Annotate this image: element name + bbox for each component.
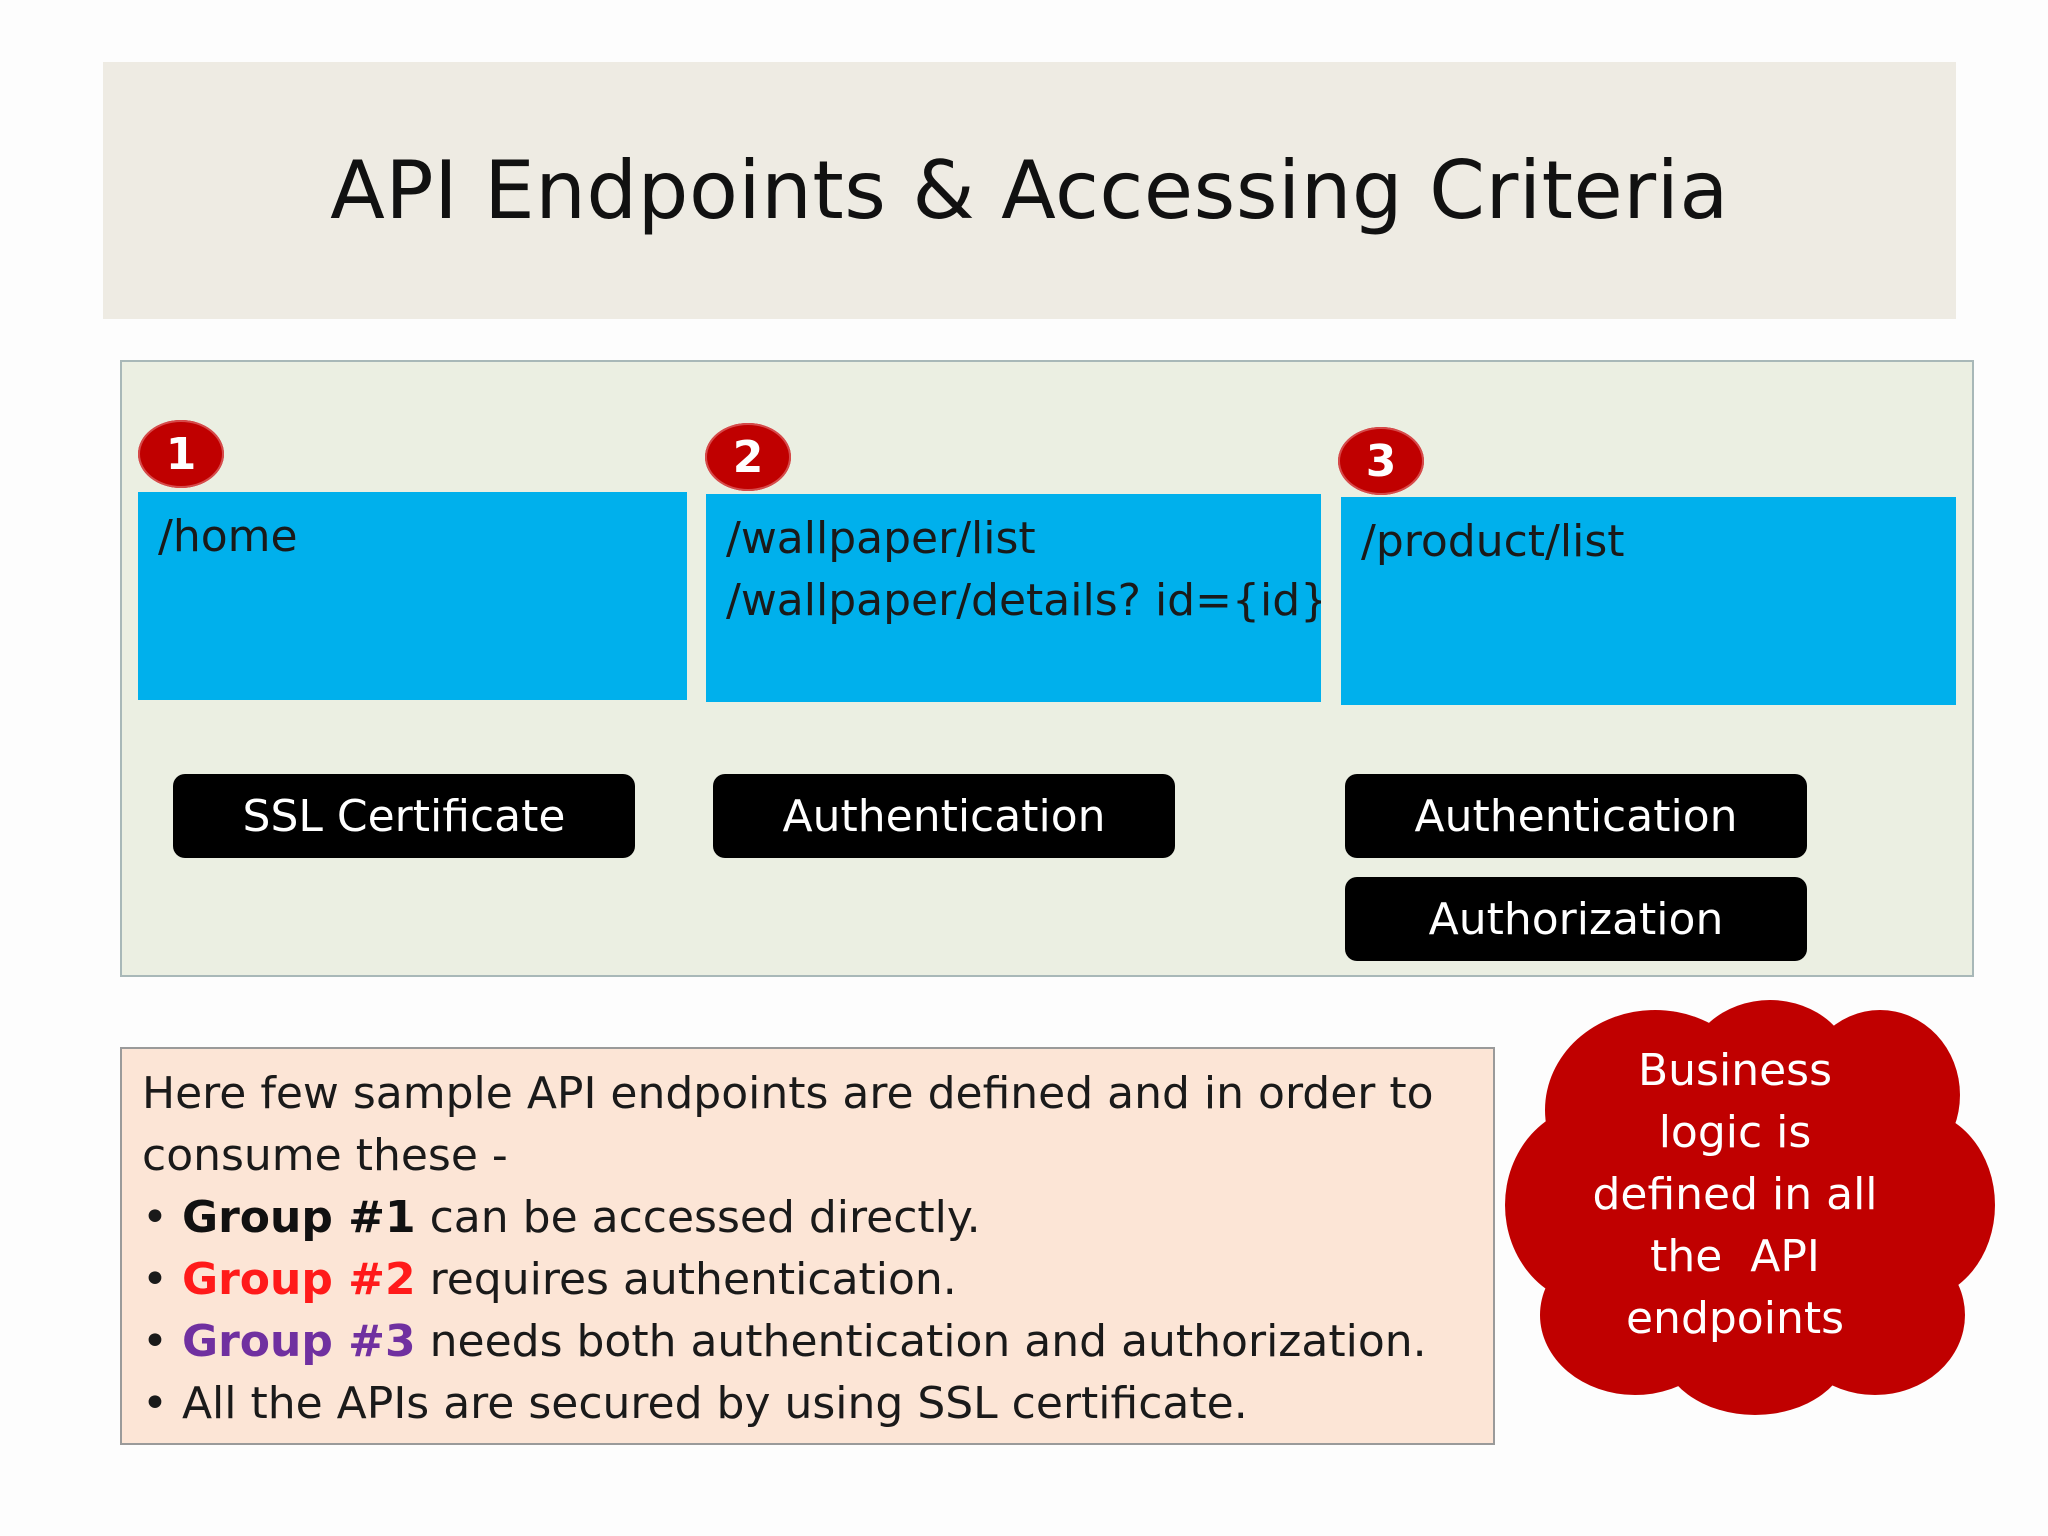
title-banner: API Endpoints & Accessing Criteria <box>103 62 1956 319</box>
group-1-endpoints: /home <box>138 492 687 700</box>
slide-title: API Endpoints & Accessing Criteria <box>330 144 1729 237</box>
endpoint-product-list: /product/list <box>1361 516 1625 567</box>
group-1-description: can be accessed directly. <box>415 1192 981 1243</box>
group-3-authentication: Authentication <box>1345 774 1807 858</box>
group-2-endpoints: /wallpaper/list /wallpaper/details? id={… <box>706 494 1321 702</box>
endpoint-home: /home <box>158 511 298 562</box>
note-bullet-group-2: • Group #2 requires authentication. <box>142 1249 1473 1311</box>
callout-line-5: endpoints <box>1625 1293 1845 1344</box>
note-bullet-ssl: • All the APIs are secured by using SSL … <box>142 1373 1473 1435</box>
ssl-description: All the APIs are secured by using SSL ce… <box>181 1378 1248 1429</box>
group-2-description: requires authentication. <box>415 1254 957 1305</box>
group-1-ssl-certificate: SSL Certificate <box>173 774 635 858</box>
group-3-badge: 3 <box>1338 427 1424 495</box>
bullet-dot: • <box>142 1378 168 1429</box>
note-intro-line-2: consume these - <box>142 1130 508 1181</box>
group-1-badge: 1 <box>138 420 224 488</box>
group-1-label: Group #1 <box>181 1192 416 1243</box>
note-intro-line-1: Here few sample API endpoints are define… <box>142 1068 1434 1119</box>
group-3-label: Group #3 <box>181 1316 416 1367</box>
callout-line-1: Business <box>1637 1045 1833 1096</box>
bullet-dot: • <box>142 1254 168 1305</box>
endpoint-wallpaper-list: /wallpaper/list <box>726 513 1036 564</box>
group-3-endpoints: /product/list <box>1341 497 1956 705</box>
group-3-description: needs both authentication and authorizat… <box>415 1316 1427 1367</box>
business-logic-text: Business logic is defined in all the API… <box>1575 1040 1895 1350</box>
endpoint-wallpaper-details: /wallpaper/details? id={id} <box>726 575 1321 626</box>
callout-line-2: logic is <box>1658 1107 1812 1158</box>
note-bullet-group-1: • Group #1 can be accessed directly. <box>142 1187 1473 1249</box>
bullet-dot: • <box>142 1192 168 1243</box>
group-2-badge: 2 <box>705 423 791 491</box>
business-logic-cloud <box>1505 1000 1995 1415</box>
group-3-authorization: Authorization <box>1345 877 1807 961</box>
note-bullet-group-3: • Group #3 needs both authentication and… <box>142 1311 1473 1373</box>
group-2-label: Group #2 <box>181 1254 416 1305</box>
callout-line-3: defined in all <box>1592 1169 1878 1220</box>
explanation-note: Here few sample API endpoints are define… <box>120 1047 1495 1445</box>
group-2-authentication: Authentication <box>713 774 1175 858</box>
endpoints-panel: 1 /home SSL Certificate 2 /wallpaper/lis… <box>120 360 1974 977</box>
bullet-dot: • <box>142 1316 168 1367</box>
callout-line-4: the API <box>1650 1231 1820 1282</box>
